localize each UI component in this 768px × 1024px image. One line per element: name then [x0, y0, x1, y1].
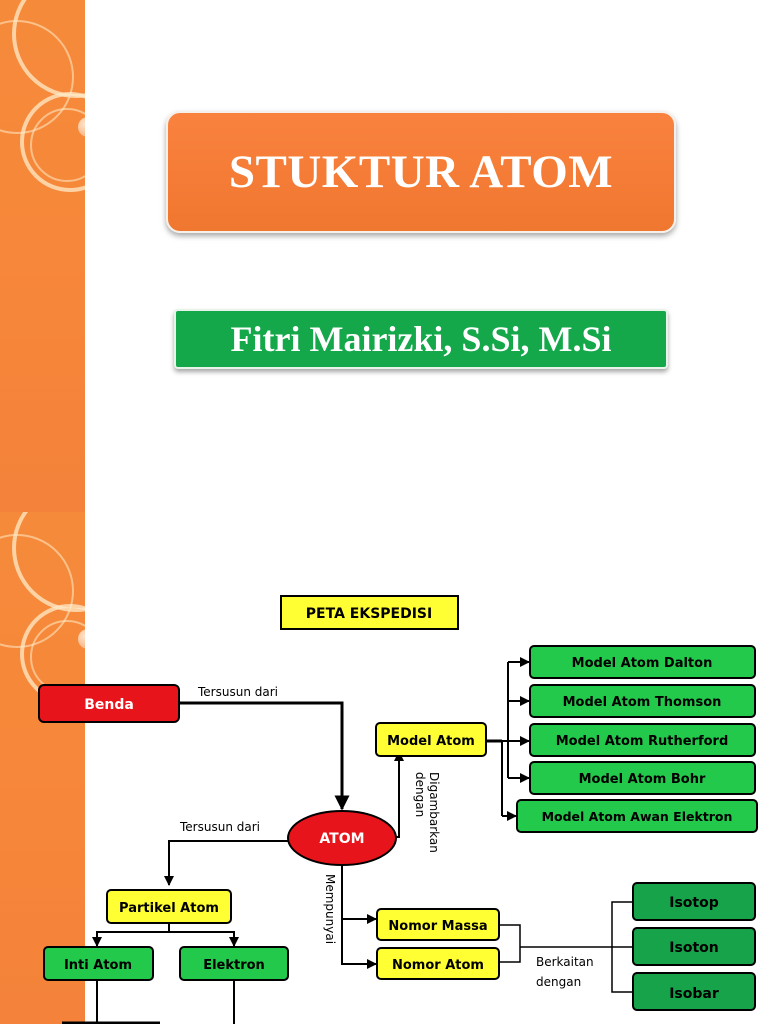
node-benda-label: Benda [84, 697, 134, 713]
node-elektron-label: Elektron [203, 958, 265, 973]
node-model-thomson [529, 684, 756, 718]
label-dengan-1: dengan [413, 772, 427, 817]
node-model-dalton-label: Model Atom Dalton [572, 656, 713, 671]
label-mempunyai: Mempunyai [323, 874, 337, 944]
node-atom-label: ATOM [319, 831, 364, 847]
node-nomor-atom [376, 947, 500, 980]
node-model-rutherford-label: Model Atom Rutherford [556, 734, 729, 749]
connector-partikel-elektron [169, 931, 239, 947]
node-model-awan [516, 799, 758, 833]
node-nomor-massa [376, 908, 500, 941]
label-dengan-2: dengan [536, 975, 581, 989]
node-partikel-atom [106, 889, 232, 924]
node-model-rutherford [529, 723, 756, 757]
node-model-atom-label: Model Atom [387, 734, 475, 749]
connector-benda-atom [179, 701, 350, 811]
node-isobar [632, 972, 756, 1011]
slide-title: STUKTUR ATOM [228, 146, 614, 198]
node-partikel-atom-label: Partikel Atom [119, 901, 219, 916]
node-isoton-label: Isoton [669, 940, 718, 956]
title-banner: STUKTUR ATOM [166, 111, 676, 233]
decor-dot [78, 629, 85, 649]
node-model-bohr [529, 761, 756, 795]
connector-atom-partikel [164, 840, 292, 886]
node-model-bohr-label: Model Atom Bohr [579, 772, 706, 787]
node-model-atom [375, 722, 487, 757]
label-berkaitan: Berkaitan [536, 955, 594, 969]
node-model-awan-label: Model Atom Awan Elektron [542, 809, 733, 824]
node-model-dalton [529, 645, 756, 679]
map-title-box [280, 595, 459, 630]
author-name: Fitri Mairizki, S.Si, M.Si [230, 319, 612, 359]
label-tersusun-dari-2: Tersusun dari [179, 820, 260, 834]
connector-partikel-inti [92, 921, 170, 947]
label-tersusun-dari-1: Tersusun dari [197, 685, 278, 699]
node-nomor-massa-label: Nomor Massa [388, 919, 487, 934]
node-isotop-label: Isotop [669, 895, 719, 911]
author-banner: Fitri Mairizki, S.Si, M.Si [174, 309, 668, 369]
connector-nomor-bracket [500, 924, 521, 963]
decorative-strip [0, 512, 85, 1024]
map-title: PETA EKSPEDISI [306, 606, 432, 622]
node-nomor-atom-label: Nomor Atom [392, 958, 484, 973]
node-benda [38, 684, 180, 723]
node-inti-atom-label: Inti Atom [64, 958, 132, 973]
title-slide: STUKTUR ATOM Fitri Mairizki, S.Si, M.Si [0, 0, 676, 512]
node-isotop [632, 882, 756, 921]
node-elektron [179, 946, 289, 981]
connector-atom-nomor-atom [341, 866, 377, 969]
node-atom [287, 810, 397, 866]
decor-dot [78, 117, 85, 137]
node-model-thomson-label: Model Atom Thomson [563, 695, 722, 710]
node-isobar-label: Isobar [669, 986, 719, 1002]
concept-map-slide: PETA EKSPEDISI Benda [0, 512, 768, 1024]
node-isoton [632, 927, 756, 966]
concept-map: PETA EKSPEDISI Benda [38, 595, 758, 1024]
label-digambarkan: Digambarkan [427, 772, 441, 853]
node-inti-atom [43, 946, 154, 981]
decor-ring [30, 108, 85, 182]
decorative-strip [0, 0, 85, 512]
